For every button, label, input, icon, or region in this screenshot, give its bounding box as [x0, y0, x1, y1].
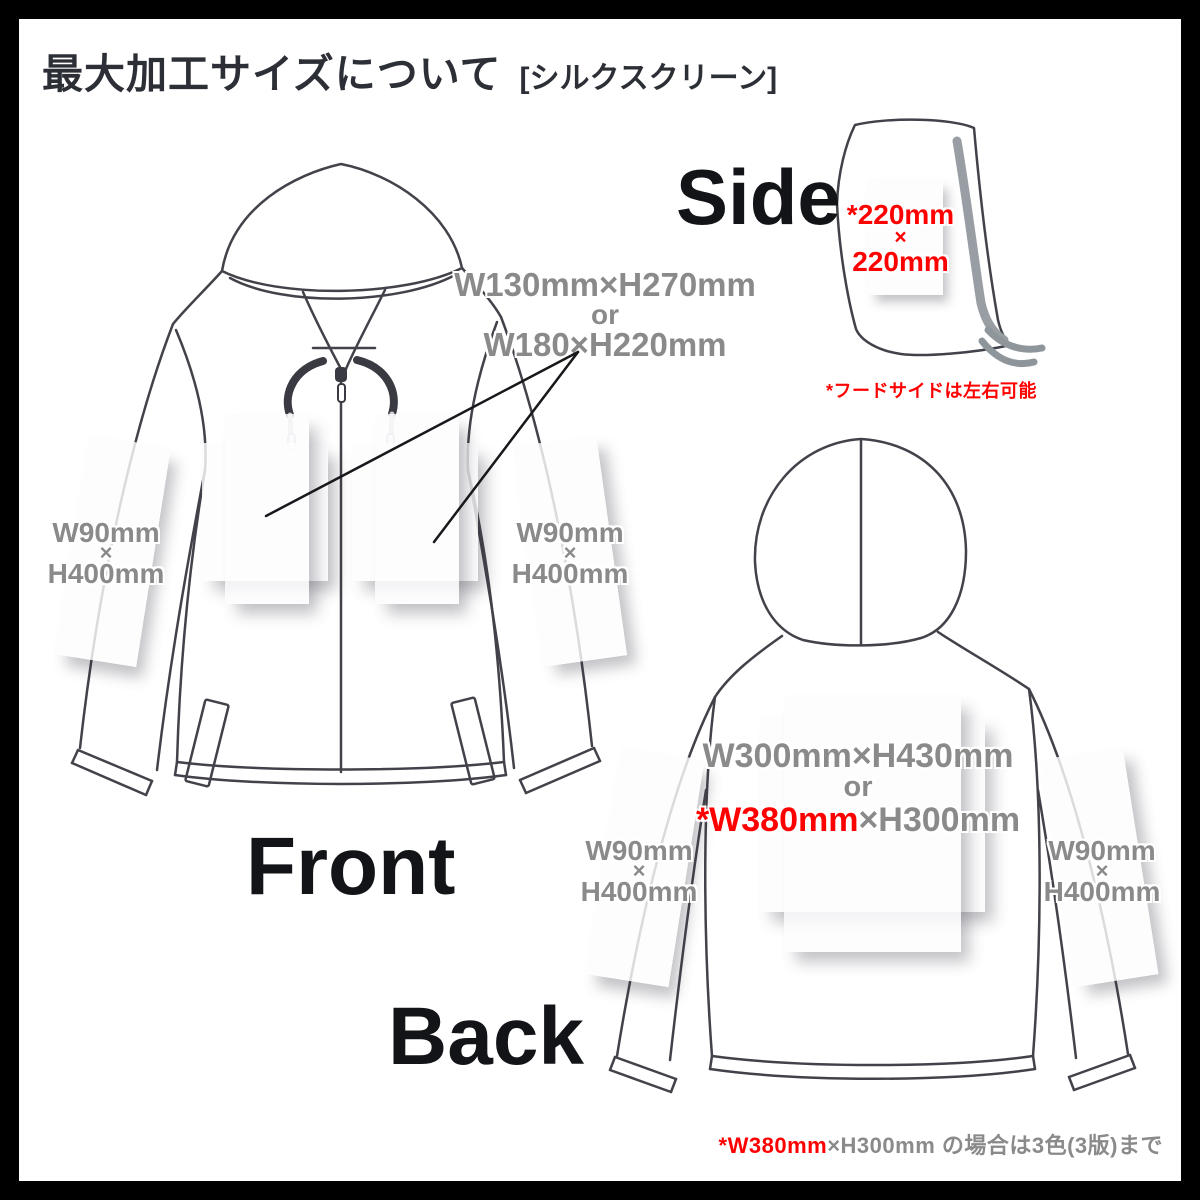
side-hood-height: 220mm [852, 246, 949, 277]
side-hood-size: *220mm × 220mm [832, 199, 969, 277]
sleeve-width: W90mm [516, 517, 624, 548]
front-right-sleeve-size: W90mm × H400mm [504, 517, 636, 589]
back-body-size-option2-gray: ×H300mm [858, 801, 1021, 839]
front-chest-size-option1: W130mm×H270mm [454, 266, 756, 303]
sleeve-height: H400mm [1043, 876, 1161, 907]
footnote-gray: ×H300mm の場合は3色(3版)まで [827, 1133, 1163, 1158]
multiply-sign: × [563, 540, 577, 565]
back-body-size-note: W300mm×H430mm or *W380mm×H300mm [680, 737, 1036, 837]
back-left-sleeve-size: W90mm × H400mm [573, 835, 705, 907]
multiply-sign: × [632, 858, 646, 883]
hood-drawstring-icon [978, 326, 1046, 367]
drawcord-arcs [283, 356, 398, 419]
sleeve-width: W90mm [1048, 835, 1156, 866]
back-body-size-option1: W300mm×H430mm [702, 737, 1014, 775]
print-area-back-tall [784, 695, 961, 952]
multiply-sign: × [99, 540, 113, 565]
title-method: [シルクスクリーン] [519, 62, 778, 95]
print-area-side-hood [867, 178, 943, 295]
sleeve-width: W90mm [585, 835, 693, 866]
front-left-sleeve-size: W90mm × H400mm [40, 517, 172, 589]
front-chest-size-or: or [591, 299, 619, 330]
side-hood-width: *220mm [846, 199, 955, 230]
sleeve-height: H400mm [580, 876, 698, 907]
sleeve-height: H400mm [511, 558, 629, 589]
print-area-front-chest-left-tall [225, 414, 309, 604]
footnote-red: *W380mm [718, 1133, 828, 1158]
zipper-pull-icon [337, 383, 346, 403]
zipper-slider-icon [335, 367, 347, 382]
side-view-label: Side [676, 153, 841, 241]
color-limit-footnote: *W380mm×H300mm の場合は3色(3版)まで [719, 1128, 1163, 1160]
side-hood-drawing [835, 118, 1046, 367]
multiply-sign: × [1095, 858, 1109, 883]
front-view-label: Front [246, 821, 456, 912]
front-chest-size-note: W130mm×H270mm or W180×H220mm [450, 266, 760, 363]
back-body-size-option2: *W380mm×H300mm [680, 803, 1036, 837]
front-chest-size-option2: W180×H220mm [483, 326, 727, 363]
print-area-front-chest-right-tall [375, 414, 459, 604]
back-body-size-option2-red: *W380mm [695, 801, 859, 839]
sleeve-width: W90mm [52, 517, 160, 548]
back-view-label: Back [388, 991, 585, 1082]
multiply-sign: × [894, 226, 907, 249]
back-right-sleeve-size: W90mm × H400mm [1036, 835, 1168, 907]
sleeve-height: H400mm [47, 558, 165, 589]
back-body-size-or: or [843, 771, 873, 803]
hood-side-note: *フードサイドは左右可能 [826, 381, 1038, 401]
page-title: 最大加工サイズについて [シルクスクリーン] [42, 40, 777, 100]
title-main: 最大加工サイズについて [42, 51, 502, 97]
